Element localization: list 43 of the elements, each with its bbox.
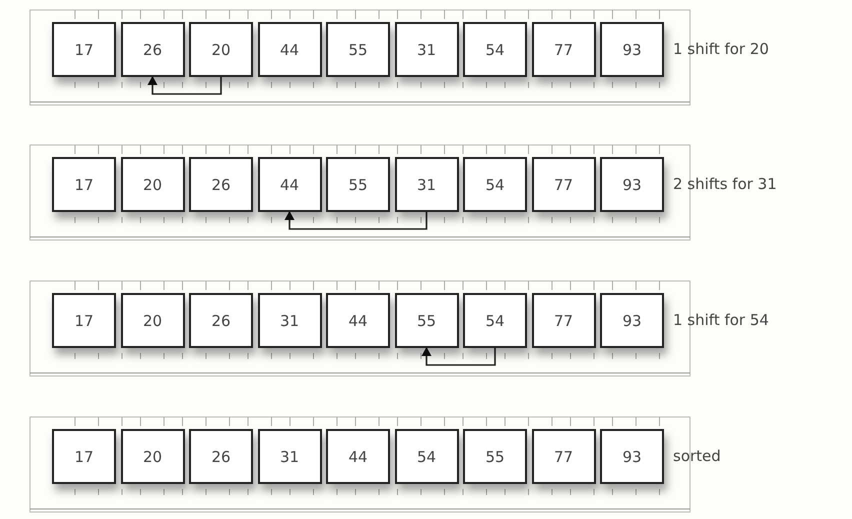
array-cell: 93 bbox=[600, 293, 664, 348]
shift-arrow bbox=[284, 211, 428, 230]
array-cell: 77 bbox=[532, 429, 596, 484]
array-cell: 54 bbox=[463, 22, 527, 77]
array-cell: 26 bbox=[189, 429, 253, 484]
array-cell: 54 bbox=[463, 157, 527, 212]
step-note: sorted bbox=[673, 447, 721, 465]
array-cell: 44 bbox=[258, 157, 322, 212]
array-cell: 54 bbox=[463, 293, 527, 348]
array-cell: 20 bbox=[120, 293, 184, 348]
array-cell: 31 bbox=[258, 429, 322, 484]
shift-arrow bbox=[422, 347, 496, 366]
array-cell: 20 bbox=[189, 22, 253, 77]
array-cell: 93 bbox=[600, 429, 664, 484]
array-cell: 77 bbox=[532, 293, 596, 348]
array-cell: 26 bbox=[120, 22, 184, 77]
step-note: 1 shift for 54 bbox=[673, 311, 769, 329]
array-cell: 17 bbox=[52, 293, 116, 348]
array-cell: 17 bbox=[52, 22, 116, 77]
step-note: 1 shift for 20 bbox=[673, 40, 769, 58]
array-cell: 31 bbox=[394, 22, 458, 77]
array-cell: 20 bbox=[120, 157, 184, 212]
array-cell: 77 bbox=[532, 157, 596, 212]
shift-arrow bbox=[148, 76, 222, 95]
step-note: 2 shifts for 31 bbox=[673, 175, 777, 193]
array-cell: 44 bbox=[258, 22, 322, 77]
array-cell: 55 bbox=[394, 293, 458, 348]
array-cell: 31 bbox=[258, 293, 322, 348]
array-cell: 54 bbox=[394, 429, 458, 484]
array-cell: 17 bbox=[52, 157, 116, 212]
array-cell: 26 bbox=[189, 293, 253, 348]
array-cell: 77 bbox=[532, 22, 596, 77]
array-cell: 26 bbox=[189, 157, 253, 212]
array-cell: 17 bbox=[52, 429, 116, 484]
array-cell: 44 bbox=[326, 293, 390, 348]
array-cell: 20 bbox=[120, 429, 184, 484]
array-cell: 55 bbox=[463, 429, 527, 484]
array-cell: 55 bbox=[326, 22, 390, 77]
array-cell: 31 bbox=[394, 157, 458, 212]
array-cell: 44 bbox=[326, 429, 390, 484]
array-cell: 93 bbox=[600, 22, 664, 77]
array-cell: 55 bbox=[326, 157, 390, 212]
array-cell: 93 bbox=[600, 157, 664, 212]
